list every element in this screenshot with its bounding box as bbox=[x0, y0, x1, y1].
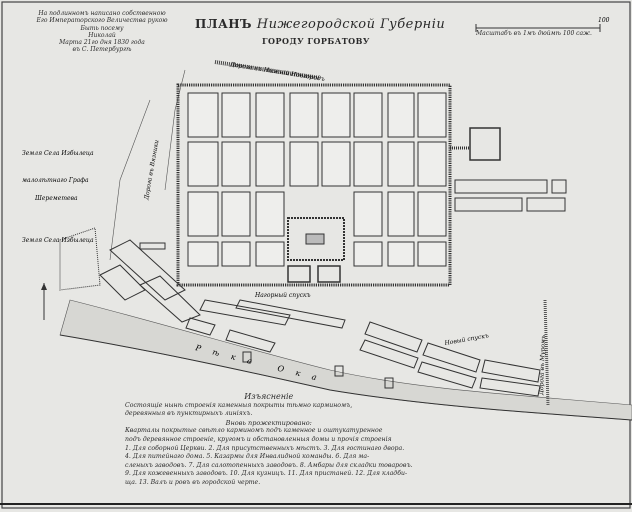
city-block bbox=[387, 191, 415, 237]
label-slope-2: Новый спускъ bbox=[443, 332, 489, 347]
city-block bbox=[321, 141, 351, 187]
legend: Изъясненіе Состоящіе нынѣ строенія камен… bbox=[125, 392, 413, 488]
city-block bbox=[417, 191, 447, 237]
central-square bbox=[287, 217, 345, 261]
town-rampart bbox=[176, 83, 452, 287]
east-block-1 bbox=[454, 179, 548, 194]
legend-line: 4. Для питейнаго дома. 5. Казармы для Ин… bbox=[125, 453, 370, 461]
city-block bbox=[187, 92, 219, 138]
approval-line: въ С. Петербургѣ bbox=[72, 46, 132, 54]
east-small-blocks bbox=[469, 127, 501, 161]
label-land-2: малолѣтнаго Графа bbox=[22, 177, 89, 184]
city-block bbox=[221, 141, 251, 187]
city-block bbox=[353, 92, 383, 138]
label-road-top: Дорога въ Нижній Новгородъ bbox=[229, 61, 326, 83]
city-block bbox=[387, 92, 415, 138]
label-road-right: Дорога въ Муромъ bbox=[538, 335, 547, 396]
map-title: ПЛАНЪ Нижегородской Губерніи bbox=[195, 17, 445, 32]
city-block bbox=[289, 141, 319, 187]
road-left-2 bbox=[164, 69, 186, 191]
legend-line: деревянныя въ пунктирныхъ линіяхъ. bbox=[125, 410, 253, 418]
city-block bbox=[255, 191, 285, 237]
city-block bbox=[387, 241, 415, 267]
east-block-3 bbox=[454, 197, 523, 212]
east-block-4 bbox=[526, 197, 566, 212]
approval-line: Его Императорского Величества рукою bbox=[36, 17, 168, 25]
city-block bbox=[255, 92, 285, 138]
scale-tick-100: 100 bbox=[598, 17, 610, 24]
city-block bbox=[221, 92, 251, 138]
scale-label: Масштабъ въ 1мъ дюймѣ 100 саж. bbox=[476, 30, 592, 37]
legend-line: 1. Для соборной Церкви. 2. Для присутств… bbox=[125, 444, 405, 452]
title-province: Нижегородской Губерніи bbox=[256, 17, 446, 32]
city-block bbox=[387, 141, 415, 187]
approval-line: На подлинномъ написано собственною bbox=[38, 10, 166, 17]
approval-line: Быть посему bbox=[80, 24, 124, 32]
city-block bbox=[353, 241, 383, 267]
title-plan: ПЛАНЪ bbox=[195, 17, 253, 31]
city-block bbox=[255, 241, 285, 267]
legend-line: ща. 13. Валъ и ровъ въ городской черте. bbox=[125, 478, 261, 486]
legend-heading: Изъясненіе bbox=[244, 392, 294, 401]
approval-note: На подлинномъ написано собственною Его И… bbox=[22, 10, 182, 54]
road-top bbox=[214, 60, 321, 80]
city-block bbox=[221, 191, 251, 237]
legend-line: 9. Для кожевенныхъ заводовъ. 10. Для куз… bbox=[125, 470, 408, 478]
map-subtitle: ГОРОДУ ГОРБАТОВУ bbox=[262, 36, 370, 46]
road-left bbox=[109, 99, 151, 261]
city-blocks bbox=[187, 92, 447, 267]
city-block bbox=[255, 141, 285, 187]
label-land-4: Земля Села Избылеца bbox=[22, 237, 94, 244]
legend-line: Кварталы покрытые свѣтло карминомъ подъ … bbox=[125, 427, 383, 435]
city-block bbox=[417, 92, 447, 138]
city-block bbox=[187, 141, 219, 187]
label-road-left: Дорога въ Вязники bbox=[143, 139, 161, 201]
city-block bbox=[187, 241, 219, 267]
legend-line: Состоящіе нынѣ строенія каменныя покрыты… bbox=[125, 401, 353, 409]
city-block bbox=[417, 141, 447, 187]
city-block bbox=[353, 191, 383, 237]
city-block bbox=[417, 241, 447, 267]
legend-line: сленыхъ заводовъ. 7. Для салотопенныхъ з… bbox=[125, 461, 413, 469]
road-right bbox=[543, 299, 550, 406]
market-row-2 bbox=[317, 265, 341, 283]
legend-subheading: Вновь прожектировано: bbox=[225, 418, 312, 427]
city-block bbox=[221, 241, 251, 267]
market-row-1 bbox=[287, 265, 311, 283]
approval-line: Марта 21го дня 1830 года bbox=[59, 39, 145, 47]
cathedral bbox=[305, 233, 325, 245]
river-bank bbox=[59, 334, 632, 421]
east-block-2 bbox=[551, 179, 567, 194]
label-slope-1: Нагорный спускъ bbox=[254, 292, 311, 299]
legend-line: подъ деревянное строеніе, кругомъ и обст… bbox=[125, 435, 392, 443]
city-block bbox=[321, 92, 351, 138]
riverside-blocks bbox=[59, 227, 541, 397]
approval-line: Николай bbox=[88, 31, 116, 39]
label-land-1: Земля Села Избылеца bbox=[22, 150, 94, 157]
city-block bbox=[289, 92, 319, 138]
city-block bbox=[353, 141, 383, 187]
city-block bbox=[187, 191, 219, 237]
label-land-3: Шереметева bbox=[34, 195, 78, 202]
